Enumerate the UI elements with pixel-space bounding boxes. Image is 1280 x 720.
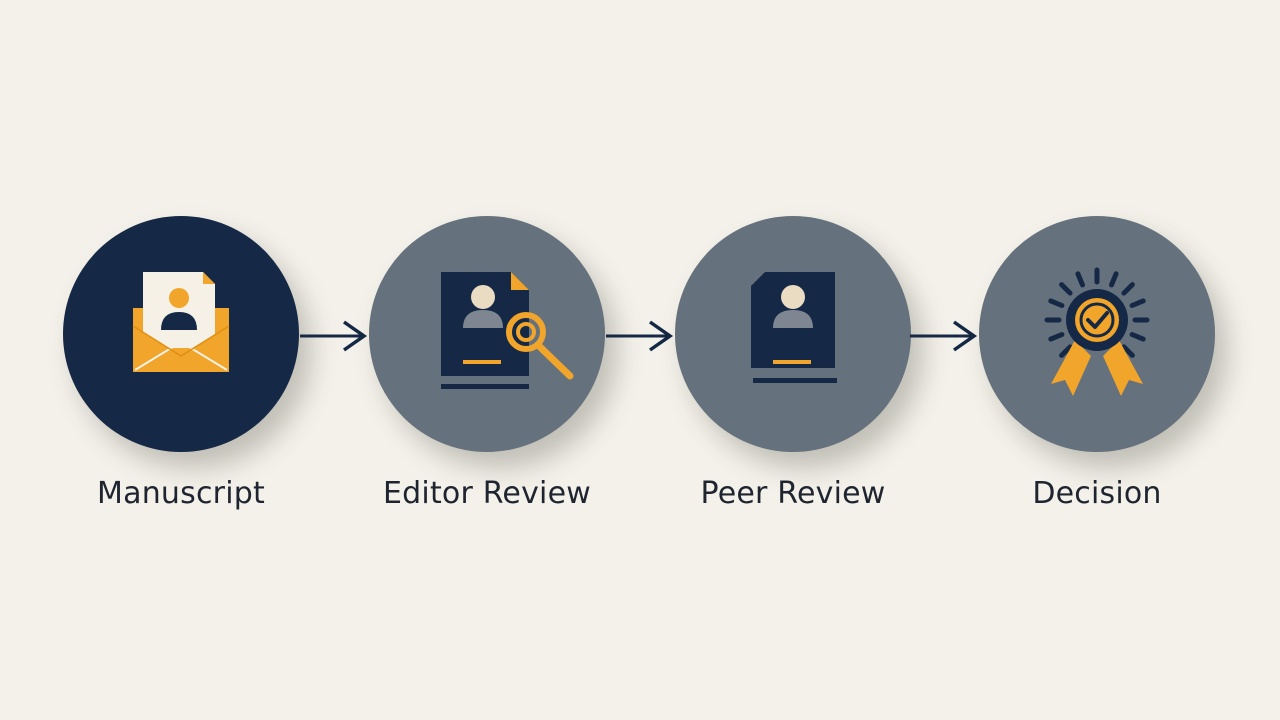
sunburst-ray bbox=[1059, 344, 1073, 358]
step-peer-review-circle bbox=[675, 216, 911, 452]
step-label-decision: Decision bbox=[1032, 476, 1162, 511]
sunburst-ray bbox=[1121, 282, 1135, 296]
arrow-right-icon bbox=[910, 320, 978, 352]
document-profile-icon bbox=[751, 272, 837, 383]
award-ribbon-check-icon bbox=[1044, 267, 1150, 396]
arrow-right-icon bbox=[606, 320, 674, 352]
sunburst-ray bbox=[1109, 271, 1119, 288]
document-magnifier-icon bbox=[441, 272, 574, 389]
sunburst-ray bbox=[1121, 344, 1135, 358]
step-decision-circle bbox=[979, 216, 1215, 452]
step-manuscript-circle bbox=[63, 216, 299, 452]
sunburst-ray bbox=[1129, 332, 1146, 342]
arrow-right-icon bbox=[300, 320, 368, 352]
step-label-peer-review: Peer Review bbox=[700, 476, 886, 511]
sunburst-ray bbox=[1129, 298, 1146, 308]
step-editor-review-circle bbox=[369, 216, 605, 452]
sunburst-ray bbox=[1048, 298, 1065, 308]
sunburst-ray bbox=[1048, 332, 1065, 342]
sunburst-ray bbox=[1075, 271, 1085, 288]
step-label-manuscript: Manuscript bbox=[97, 476, 265, 511]
sunburst-ray bbox=[1059, 282, 1073, 296]
envelope-document-icon bbox=[132, 272, 230, 372]
step-label-editor-review: Editor Review bbox=[383, 476, 591, 511]
